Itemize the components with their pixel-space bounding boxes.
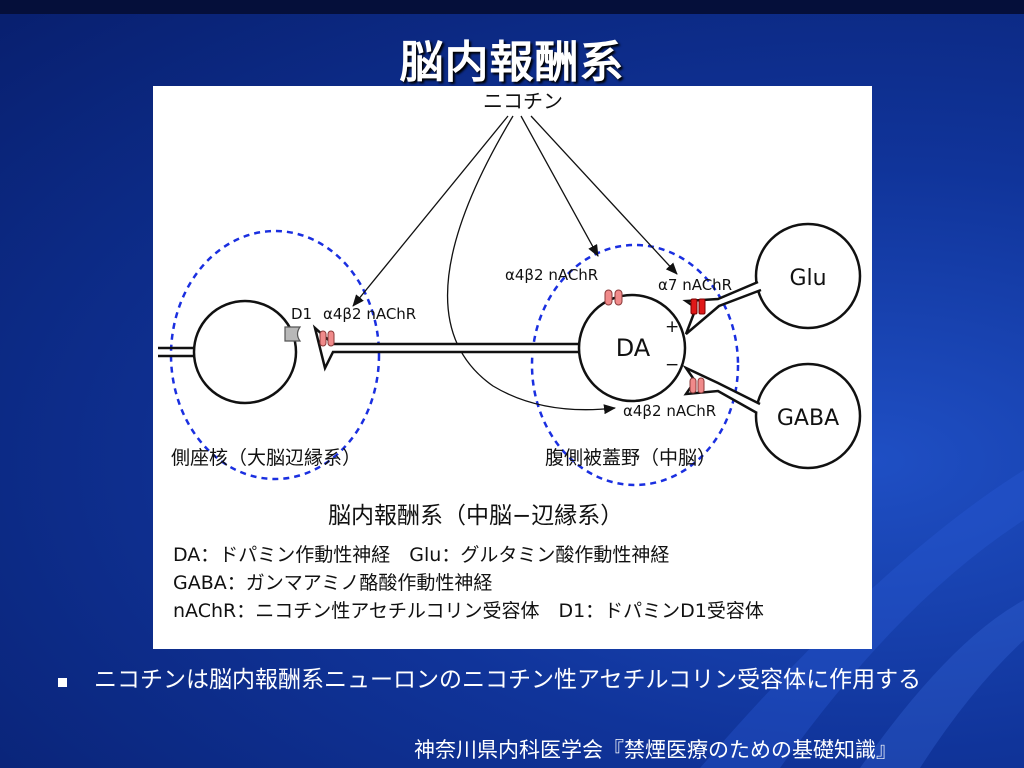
gaba-neuron [754,362,862,470]
da-a4b2-receptor-2 [614,289,623,306]
bullet-square-icon [58,678,67,687]
accumbens-axon-stub [158,346,195,358]
vta-label: 腹側被蓋野（中脳） [545,447,716,469]
glu-label: Glu [789,266,826,291]
a7-receptor-2 [698,298,706,315]
accumbens-a4b2-label: α4β2 nAChR [323,305,416,323]
da-a4b2-label: α4β2 nAChR [505,266,598,284]
minus-sign: − [665,355,679,375]
nucleus-accumbens-label: 側座核（大脳辺縁系） [171,447,361,469]
slide-title: 脳内報酬系 [399,37,625,88]
da-neuron [577,293,687,403]
accumbens-a4b2-receptor-2 [327,330,335,347]
da-a4b2-receptor-1 [604,289,613,306]
gaba-a4b2-receptor-1 [689,377,697,394]
nicotine-arrow-to-vta-upper [520,115,599,257]
d1-receptor [284,326,302,342]
legend-line-2: GABA：ガンマアミノ酪酸作動性神経 [173,572,492,594]
a7-receptor-1 [690,298,698,315]
plus-sign: + [665,317,679,337]
gaba-label: GABA [777,406,839,431]
d1-label: D1 [291,305,312,323]
da-axon [312,324,583,372]
nucleus-accumbens-region [169,229,381,481]
accumbens-a4b2-receptor-1 [319,330,327,347]
accumbens-neuron [192,299,298,405]
nicotine-label: ニコチン [483,89,563,113]
nicotine-arrow-to-a7 [530,115,678,275]
gaba-a4b2-receptor-2 [697,377,705,394]
da-label: DA [616,334,651,362]
nicotine-arrow-to-vta-lower [446,115,616,415]
nicotine-arrow-to-accumbens [352,115,509,307]
glu-neuron [754,222,862,330]
legend-line-1: DA：ドパミン作動性神経 Glu：グルタミン酸作動性神経 [173,544,669,566]
vta-region [530,243,740,487]
source-citation: 神奈川県内科医学会『禁煙医療のための基礎知識』 [414,738,897,762]
top-dark-band [0,0,1024,14]
legend-line-3: nAChR：ニコチン性アセチルコリン受容体 D1：ドパミンD1受容体 [173,600,764,622]
a7-label: α7 nAChR [658,276,732,294]
reward-system-figure: ニコチン D1 α4β2 nAChR DA α4β2 nAChR + − Glu… [153,86,872,649]
reward-system-diagram: ニコチン D1 α4β2 nAChR DA α4β2 nAChR + − Glu… [158,89,862,622]
gaba-a4b2-label: α4β2 nAChR [623,402,716,420]
bullet-text: ニコチンは脳内報酬系ニューロンのニコチン性アセチルコリン受容体に作用する [94,667,922,693]
figure-title: 脳内報酬系（中脳−辺縁系） [328,503,623,529]
